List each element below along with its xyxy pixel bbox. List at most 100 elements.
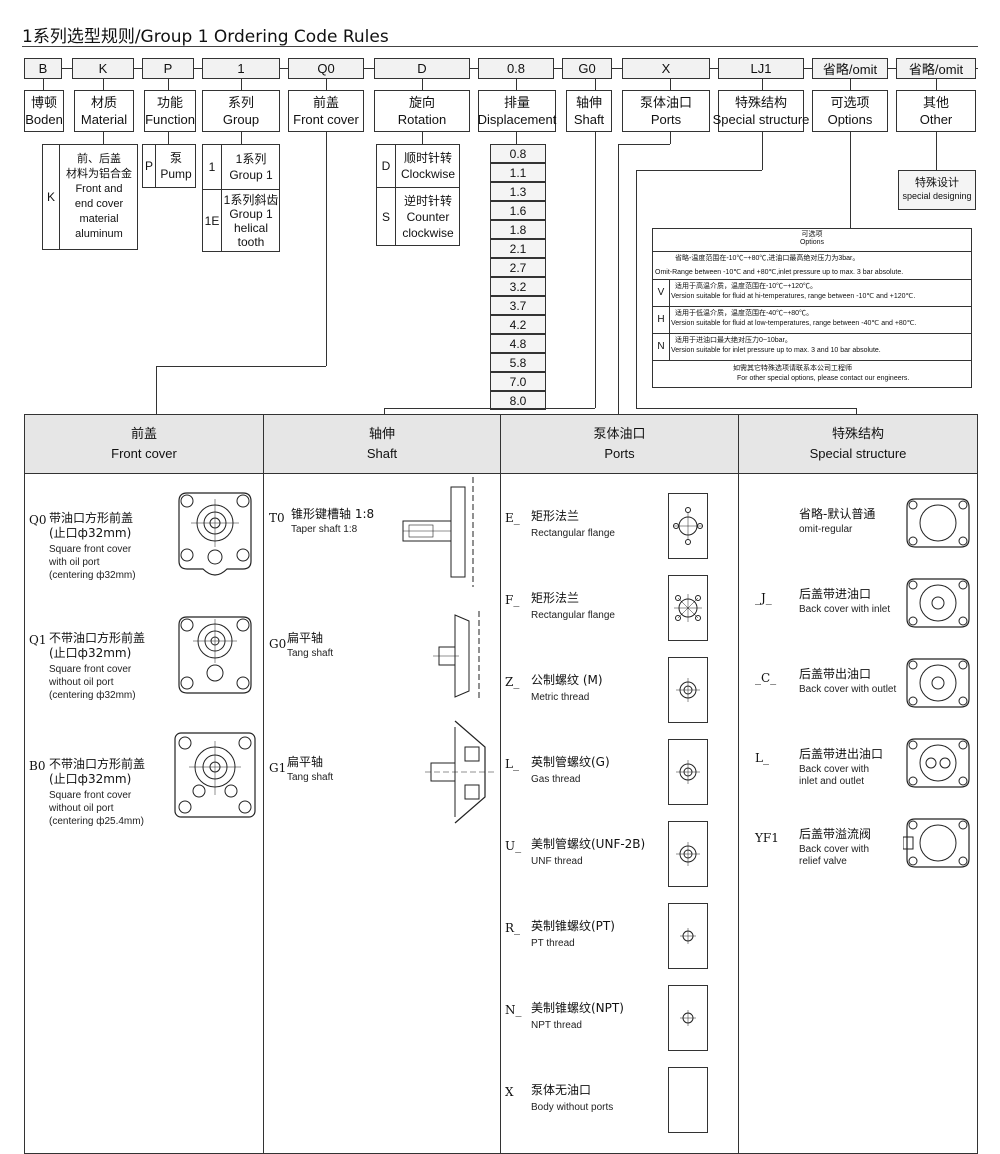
front-cover-b0-drawing [174, 732, 256, 818]
port-drawing [668, 657, 708, 723]
code-box-front-cover: Q0 [288, 58, 364, 79]
port-drawing [668, 985, 708, 1051]
code-box-shaft: G0 [562, 58, 612, 79]
leader-special-h [636, 170, 762, 171]
leader-special-v [636, 170, 637, 408]
stem [936, 132, 937, 170]
stem [103, 132, 104, 144]
leader-ports-v [618, 144, 619, 414]
options-code-h: H [653, 307, 670, 333]
displacement-option: 1.1 [490, 163, 546, 182]
stem [422, 132, 423, 144]
port-drawing [668, 1067, 708, 1133]
tick [762, 79, 763, 90]
front-cover-zh-b0: 不带油口方形前盖(止口ф32mm) [49, 757, 146, 786]
port-name-zh: 美制管螺纹(UNF-2B) [531, 837, 646, 851]
port-name-en: PT thread [531, 938, 575, 949]
options-omit-en: Omit-Range between -10℃ and +80℃,inlet p… [655, 269, 904, 276]
special-drawing [906, 658, 970, 708]
front-cover-q0-drawing [178, 492, 252, 576]
leader-shaft [595, 132, 596, 408]
displacement-option: 2.7 [490, 258, 546, 277]
leader-special-h2 [636, 408, 856, 409]
leader-front-cover-v [156, 366, 157, 414]
port-name-zh: 泵体无油口 [531, 1083, 592, 1097]
displacement-option: 3.2 [490, 277, 546, 296]
special-name-zh: 后盖带出油口 [799, 667, 872, 681]
tick [936, 79, 937, 90]
displacement-option: 5.8 [490, 353, 546, 372]
stem [516, 132, 517, 144]
stem-options [850, 132, 851, 228]
options-footer-zh: 如需其它特殊选项请联系本公司工程师 [733, 365, 852, 372]
options-code-v: V [653, 280, 670, 306]
port-name-en: NPT thread [531, 1020, 582, 1031]
options-footer-en: For other special options, please contac… [737, 375, 910, 382]
special-name-en-2: inlet and outlet [799, 776, 865, 787]
group-code-1e: 1E [203, 190, 222, 251]
options-omit-zh: 省略-温度范围在-10℃~+80℃,进油口最高绝对压力为3bar。 [675, 255, 860, 262]
front-cover-q1-drawing [178, 616, 252, 694]
displacement-option: 2.1 [490, 239, 546, 258]
leader-ports [670, 132, 671, 144]
code-box-ports: X [622, 58, 710, 79]
special-name-en: Back cover with inlet [799, 604, 891, 615]
leader-special [762, 132, 763, 170]
port-code: Z_ [505, 675, 520, 689]
port-drawing [668, 739, 708, 805]
leader-shaft-v [384, 408, 385, 414]
displacement-option: 4.2 [490, 315, 546, 334]
port-name-en: Body without ports [531, 1102, 614, 1113]
stem [241, 132, 242, 144]
front-cover-code-q0: Q0 [29, 513, 47, 527]
shaft-code-g0: G0 [269, 637, 287, 651]
port-name-en: UNF thread [531, 856, 583, 867]
port-code: E_ [505, 511, 520, 525]
shaft-zh-g0: 扁平轴 [287, 631, 324, 645]
shaft-g1-drawing [425, 720, 495, 824]
leader-special-v2 [856, 408, 857, 414]
group-code-1: 1 [203, 145, 222, 189]
code-box-special: LJ1 [718, 58, 804, 79]
special-name-en-2: relief valve [799, 856, 847, 867]
displacement-option: 1.6 [490, 201, 546, 220]
tick [422, 79, 423, 90]
port-code: N_ [505, 1003, 522, 1017]
tick [103, 79, 104, 90]
tick [595, 79, 596, 90]
port-drawing [668, 493, 708, 559]
tick [43, 79, 44, 90]
code-box-displacement: 0.8 [478, 58, 554, 79]
shaft-en-g0: Tang shaft [287, 648, 334, 659]
code-box-brand: B [24, 58, 62, 79]
special-name-en: omit-regular [799, 524, 853, 535]
port-code: R_ [505, 921, 521, 935]
port-code: F_ [505, 593, 520, 607]
special-name-en: Back cover with [799, 844, 870, 855]
port-drawing [668, 575, 708, 641]
leader-front-cover-h [156, 366, 326, 367]
front-cover-zh-q0: 带油口方形前盖(止口ф32mm) [49, 511, 134, 540]
port-drawing [668, 821, 708, 887]
port-name-en: Gas thread [531, 774, 581, 785]
special-name-zh: 后盖带进油口 [799, 587, 872, 601]
displacement-option: 8.0 [490, 391, 546, 410]
leader-ports-h [618, 144, 670, 145]
